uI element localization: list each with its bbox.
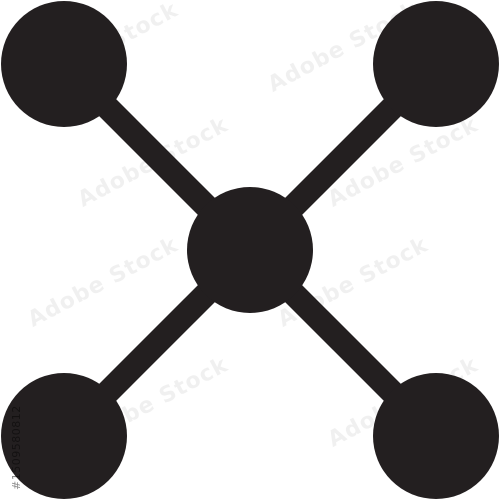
node-bottom-right [373, 373, 499, 499]
node-bottom-left [1, 373, 127, 499]
node-top-right [373, 1, 499, 127]
node-top-left [1, 1, 127, 127]
node-center [187, 187, 313, 313]
